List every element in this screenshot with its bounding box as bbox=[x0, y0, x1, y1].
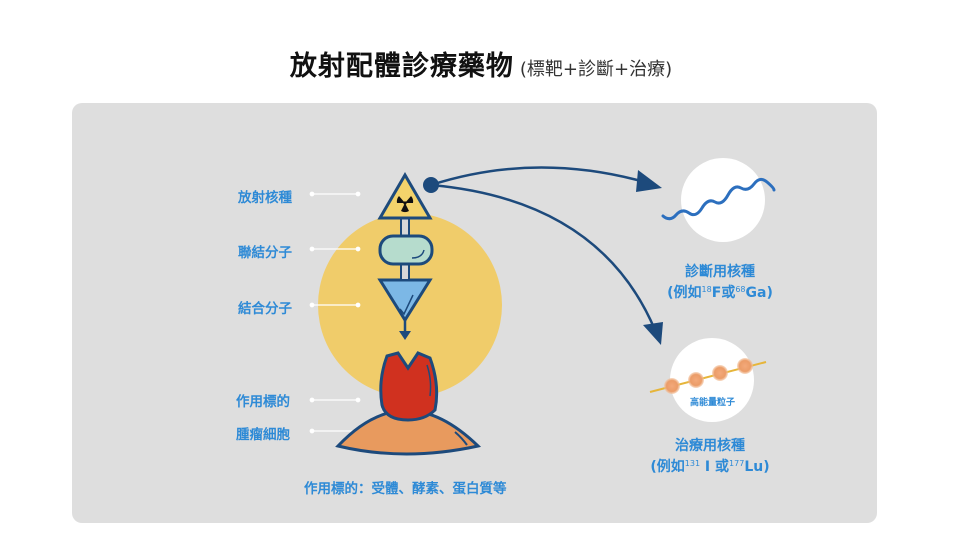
arrow-to-diagnostic bbox=[430, 166, 656, 187]
isotope: Ga bbox=[745, 285, 767, 301]
title-sub: (標靶+診斷+治療) bbox=[519, 59, 673, 80]
arrow-to-therapeutic bbox=[430, 183, 657, 331]
therapeutic-examples: (例如131 I 或177Lu) bbox=[630, 455, 790, 476]
arrow-down-icon bbox=[399, 331, 411, 340]
isotope-mass: 18 bbox=[701, 285, 712, 294]
label-leader-lines bbox=[309, 191, 361, 434]
or-text: 或 bbox=[721, 285, 736, 301]
label-linker: 聯結分子 bbox=[238, 245, 292, 261]
paren-close: ) bbox=[766, 285, 773, 301]
page-title: 放射配體診療藥物(標靶+診斷+治療) bbox=[0, 44, 962, 83]
diagnostic-title: 診斷用核種 bbox=[685, 264, 755, 280]
isotope: I bbox=[700, 459, 716, 475]
particle-label: 高能量粒子 bbox=[690, 398, 736, 408]
linker-molecule-shape bbox=[378, 234, 434, 266]
isotope-mass: 131 bbox=[684, 459, 701, 468]
therapeutic-circle bbox=[670, 338, 754, 422]
label-radionuclide: 放射核種 bbox=[238, 190, 292, 206]
isotope-mass: 68 bbox=[735, 285, 746, 294]
or-text: 或 bbox=[715, 459, 730, 475]
title-main: 放射配體診療藥物 bbox=[289, 51, 514, 82]
isotope: Lu bbox=[744, 459, 764, 475]
radiation-icon bbox=[396, 196, 414, 213]
particle-beads-icon bbox=[664, 358, 753, 394]
label-target: 作用標的 bbox=[236, 394, 290, 410]
arrowhead-therapeutic-icon bbox=[643, 322, 663, 345]
therapeutic-title: 治療用核種 bbox=[675, 438, 745, 454]
paren-close: ) bbox=[763, 459, 770, 475]
gamma-wave-icon bbox=[661, 177, 776, 221]
therapeutic-caption: 治療用核種 (例如131 I 或177Lu) bbox=[630, 437, 790, 476]
isotope: F bbox=[711, 285, 722, 301]
radionuclide-triangle bbox=[377, 172, 433, 220]
diagnostic-examples: (例如18F或68Ga) bbox=[640, 281, 800, 302]
paren-open: (例如 bbox=[667, 285, 702, 301]
isotope-mass: 177 bbox=[729, 459, 745, 468]
diagnostic-caption: 診斷用核種 (例如18F或68Ga) bbox=[640, 263, 800, 302]
tumor-cell-shape bbox=[335, 409, 482, 456]
footnote: 作用標的：受體、酵素、蛋白質等 bbox=[304, 481, 507, 497]
label-tumor-cell: 腫瘤細胞 bbox=[236, 427, 290, 443]
arrowhead-diagnostic-icon bbox=[636, 170, 662, 192]
label-binder: 結合分子 bbox=[238, 301, 292, 317]
target-receptor-shape bbox=[379, 351, 439, 422]
paren-open: (例如 bbox=[650, 459, 685, 475]
